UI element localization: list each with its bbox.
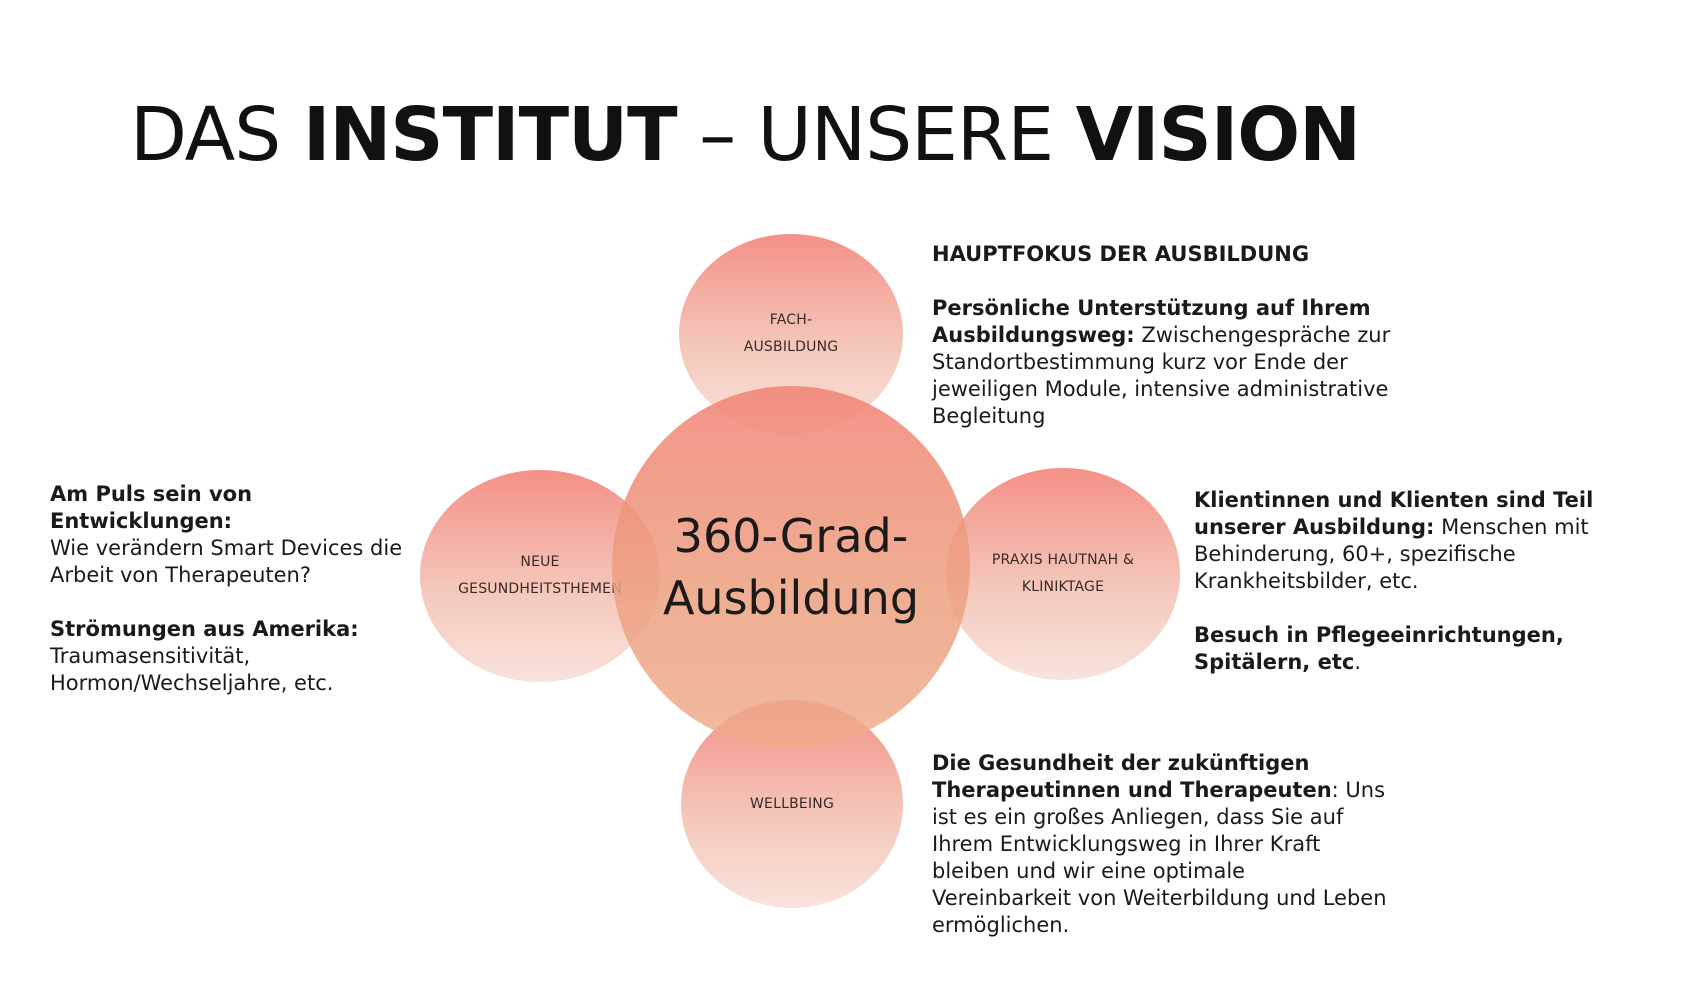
right-paragraph-2: Besuch in Pflegeeinrichtungen, Spitälern… — [1194, 622, 1664, 676]
right-p2-text: . — [1354, 650, 1362, 674]
text-block-right: Klientinnen und Klienten sind Teil unser… — [1194, 487, 1664, 676]
wellbeing-text: : Uns ist es ein großes Anliegen, dass S… — [932, 778, 1387, 937]
left-p2-text: Traumasensitivität, Hormon/Wechseljahre,… — [50, 644, 334, 695]
title-part-das: DAS — [130, 92, 303, 178]
circle-label-fachausbildung: FACH- AUSBILDUNG — [743, 312, 839, 355]
right-paragraph-1: Klientinnen und Klienten sind Teil unser… — [1194, 487, 1664, 595]
title-part-unsere: – UNSERE — [676, 92, 1076, 178]
circle-wellbeing: WELLBEING — [681, 700, 903, 908]
hauptfokus-heading: HAUPTFOKUS DER AUSBILDUNG — [932, 242, 1310, 266]
text-block-top-right: HAUPTFOKUS DER AUSBILDUNG Persönliche Un… — [932, 241, 1402, 430]
right-p1-text: Menschen mit Behinderung, 60+, spezifisc… — [1194, 515, 1589, 593]
left-paragraph-2: Strömungen aus Amerika: Traumasensitivitä… — [50, 616, 418, 697]
text-block-bottom-right: Die Gesundheit der zukünftigen Therapeut… — [932, 750, 1390, 939]
right-p1-bold: Klientinnen und Klienten sind Teil unser… — [1194, 488, 1594, 539]
hauptfokus-paragraph: Persönliche Unterstützung auf Ihrem Ausb… — [932, 295, 1402, 430]
left-paragraph-1: Am Puls sein von Entwicklungen:Wie verän… — [50, 481, 418, 589]
left-p2-bold: Strömungen aus Amerika: — [50, 617, 359, 641]
circle-praxis-hautnah: PRAXIS HAUTNAH & KLINIKTAGE — [946, 468, 1180, 680]
page-title: DAS INSTITUT – UNSERE VISION — [130, 90, 1361, 180]
wellbeing-paragraph: Die Gesundheit der zukünftigen Therapeut… — [932, 750, 1390, 939]
circle-label-praxis-hautnah: PRAXIS HAUTNAH & KLINIKTAGE — [991, 552, 1135, 595]
title-part-vision: VISION — [1075, 92, 1361, 178]
center-label-360-grad: 360-Grad- Ausbildung — [662, 509, 920, 625]
circle-label-neue-gesundheitsthemen: NEUE GESUNDHEITSTHEMEN — [458, 554, 622, 597]
text-block-left: Am Puls sein von Entwicklungen:Wie verän… — [50, 481, 418, 697]
hauptfokus-bold: Persönliche Unterstützung auf Ihrem Ausb… — [932, 296, 1371, 347]
title-part-institut: INSTITUT — [302, 92, 678, 178]
circle-center-360-grad: 360-Grad- Ausbildung — [612, 386, 970, 748]
wellbeing-bold: Die Gesundheit der zukünftigen Therapeut… — [932, 751, 1332, 802]
left-p1-bold: Am Puls sein von Entwicklungen: — [50, 482, 253, 533]
circle-label-wellbeing: WELLBEING — [750, 795, 834, 812]
hauptfokus-text: Zwischengespräche zur Standortbestimmung… — [932, 323, 1391, 428]
left-p1-text: Wie verändern Smart Devices die Arbeit v… — [50, 536, 403, 587]
right-p2-bold: Besuch in Pflegeeinrichtungen, Spitälern… — [1194, 623, 1564, 674]
